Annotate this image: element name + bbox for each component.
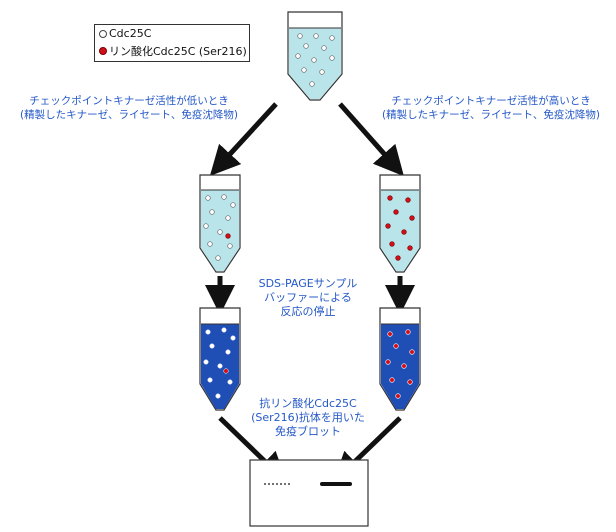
white-dot-icon bbox=[99, 29, 107, 38]
red-dot-icon bbox=[99, 47, 107, 55]
stop-line1: SDS-PAGEサンプル bbox=[258, 277, 358, 290]
legend-item-cdc25c: Cdc25C bbox=[99, 27, 151, 40]
blot-line2: (Ser216)抗体を用いた bbox=[251, 411, 365, 424]
left-buffer-tube bbox=[199, 307, 241, 411]
right-reaction-tube bbox=[379, 174, 421, 273]
blot-membrane bbox=[249, 459, 369, 527]
left-condition-line1: チェックポイントキナーゼ活性が低いとき bbox=[29, 95, 229, 107]
top-tube-dots bbox=[295, 33, 335, 87]
right-condition-line2: (精製したキナーゼ、ライセート、免疫沈降物) bbox=[382, 109, 600, 121]
blot-line3: 免疫ブロット bbox=[275, 425, 341, 438]
legend-label-cdc25c: Cdc25C bbox=[109, 27, 152, 40]
legend-item-phospho: リン酸化Cdc25C (Ser216) bbox=[99, 43, 247, 59]
blot-line1: 抗リン酸化Cdc25C bbox=[259, 397, 357, 410]
stop-line2: バッファーによる bbox=[264, 291, 352, 304]
legend-label-phospho: リン酸化Cdc25C (Ser216) bbox=[109, 45, 247, 58]
top-tube bbox=[287, 11, 343, 101]
arrow-to-left-tube bbox=[209, 102, 278, 177]
legend-box: Cdc25C リン酸化Cdc25C (Ser216) bbox=[94, 24, 250, 62]
immunoblot-label: 抗リン酸化Cdc25C (Ser216)抗体を用いた 免疫ブロット bbox=[246, 397, 370, 439]
right-buffer-tube bbox=[379, 307, 421, 411]
stop-reaction-label: SDS-PAGEサンプル バッファーによる 反応の停止 bbox=[246, 277, 370, 319]
right-condition-line1: チェックポイントキナーゼ活性が高いとき bbox=[391, 95, 591, 107]
left-reaction-tube bbox=[199, 174, 241, 273]
stop-line3: 反応の停止 bbox=[280, 305, 336, 318]
left-condition-line2: (精製したキナーゼ、ライセート、免疫沈降物) bbox=[20, 109, 238, 121]
arrow-to-right-tube bbox=[338, 102, 404, 177]
left-condition-label: チェックポイントキナーゼ活性が低いとき (精製したキナーゼ、ライセート、免疫沈降… bbox=[4, 94, 254, 122]
right-condition-label: チェックポイントキナーゼ活性が高いとき (精製したキナーゼ、ライセート、免疫沈降… bbox=[366, 94, 616, 122]
